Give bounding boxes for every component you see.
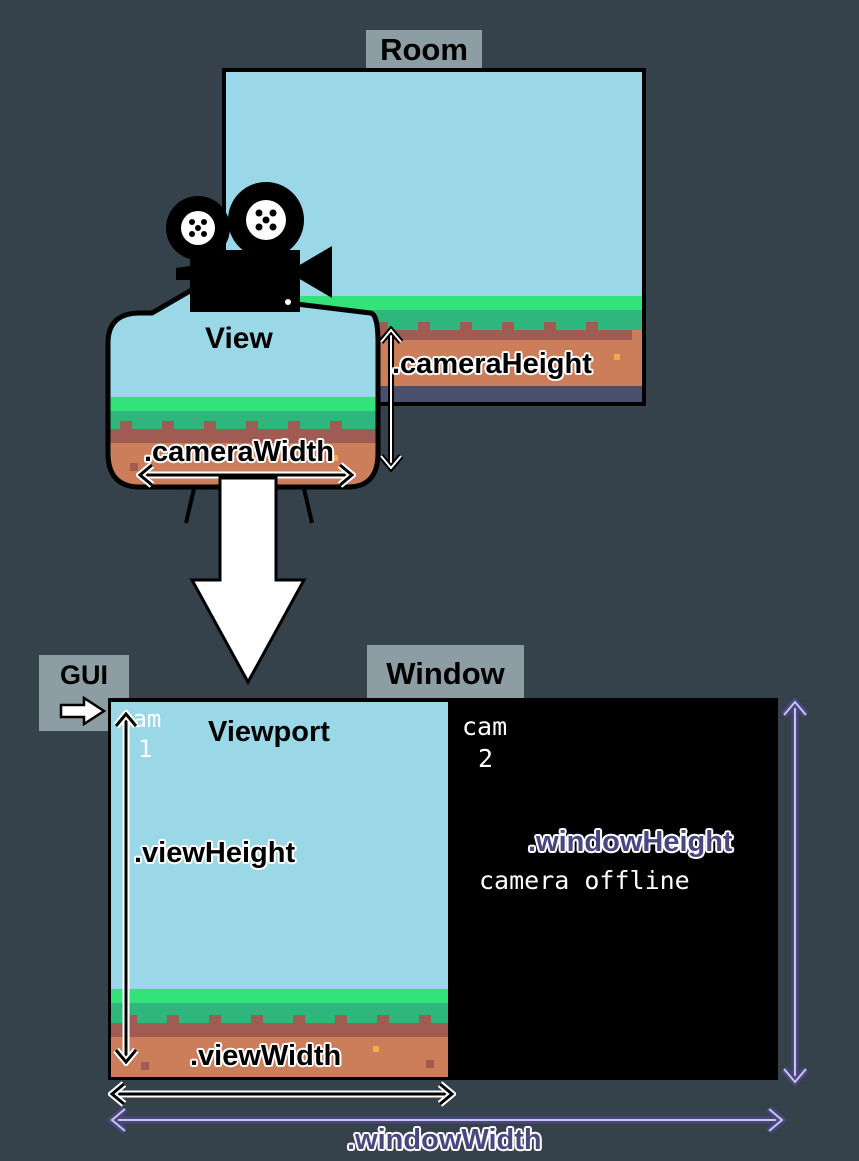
cam1-label-line2: 1 bbox=[138, 735, 153, 763]
down-arrow-icon bbox=[189, 476, 307, 686]
cam2-label-line1: cam bbox=[462, 712, 508, 741]
window-width-label: .windowWidth bbox=[347, 1124, 542, 1156]
cam2-label-line2: 2 bbox=[478, 744, 494, 773]
window-height-arrow bbox=[781, 698, 809, 1086]
viewport-label: Viewport bbox=[208, 716, 330, 748]
camera-width-arrow bbox=[136, 462, 356, 488]
view-width-arrow bbox=[108, 1081, 456, 1107]
camera-offline-text: camera offline bbox=[479, 866, 690, 895]
arrow-right-icon bbox=[59, 696, 107, 726]
window-width-arrow bbox=[108, 1106, 786, 1134]
window-height-label: .windowHeight bbox=[528, 826, 733, 858]
view-label: View bbox=[205, 322, 273, 355]
view-width-label: .viewWidth bbox=[190, 1040, 342, 1072]
view-height-arrow bbox=[113, 710, 139, 1066]
camera-height-label: .cameraHeight bbox=[392, 348, 592, 380]
room-tag: Room bbox=[366, 30, 482, 70]
camera-width-label: .cameraWidth bbox=[144, 436, 334, 468]
viewport-scene bbox=[111, 702, 448, 1077]
camera-height-arrow bbox=[378, 326, 404, 472]
view-height-label: .viewHeight bbox=[134, 837, 296, 869]
window-tag: Window bbox=[367, 645, 524, 699]
camera-body-icon bbox=[190, 250, 300, 312]
